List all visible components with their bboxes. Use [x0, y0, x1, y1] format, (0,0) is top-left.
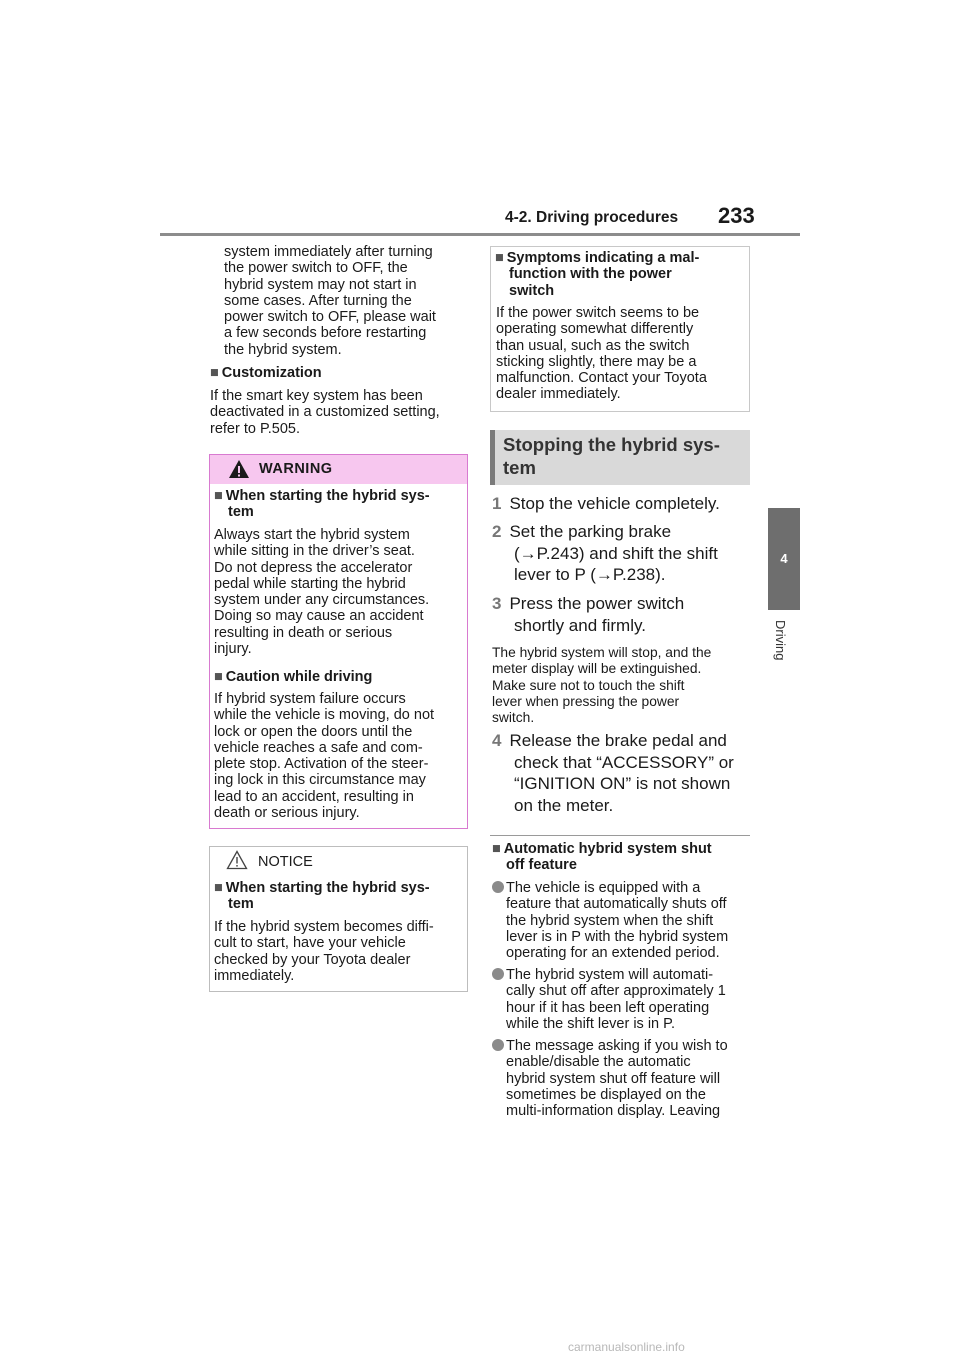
notice-box	[209, 846, 468, 992]
notice-triangle-icon	[226, 850, 248, 870]
bullet-dot-icon	[492, 1039, 504, 1051]
notice-text: If the hybrid system becomes diffi-cult …	[214, 919, 434, 984]
warning-triangle-icon	[229, 460, 249, 478]
warning-s2-heading: ■Caution while driving	[214, 669, 373, 685]
symptoms-box	[490, 246, 750, 412]
stopping-heading-accent	[490, 430, 495, 485]
stopping-heading-band	[490, 430, 750, 485]
page-number: 233	[718, 203, 755, 228]
warning-header	[210, 455, 467, 484]
auto-shutoff-heading: ■Automatic hybrid system shut off featur…	[492, 841, 712, 874]
customization-heading: ■Customization	[210, 365, 322, 381]
bullet-dot-icon	[492, 881, 504, 893]
section-title: 4-2. Driving procedures	[505, 209, 679, 226]
notice-heading: ■When starting the hybrid sys- tem	[214, 880, 430, 913]
notice-label: NOTICE	[258, 854, 313, 870]
footer-watermark: carmanualsonline.info	[568, 1340, 685, 1354]
chapter-label: Driving	[773, 620, 788, 661]
bullet-dot-icon	[492, 968, 504, 980]
header-rule	[160, 233, 800, 236]
chapter-tab: 4	[768, 508, 800, 610]
warning-box	[209, 454, 468, 829]
warning-s1-heading: ■When starting the hybrid sys- tem	[214, 488, 430, 521]
warning-label: WARNING	[259, 461, 333, 477]
section-divider	[490, 835, 750, 836]
bullet-item: The hybrid system will automati-cally sh…	[492, 967, 752, 1032]
symptoms-heading: ■Symptoms indicating a mal- function wit…	[495, 250, 700, 299]
stopping-heading: Stopping the hybrid sys-tem	[503, 434, 720, 478]
